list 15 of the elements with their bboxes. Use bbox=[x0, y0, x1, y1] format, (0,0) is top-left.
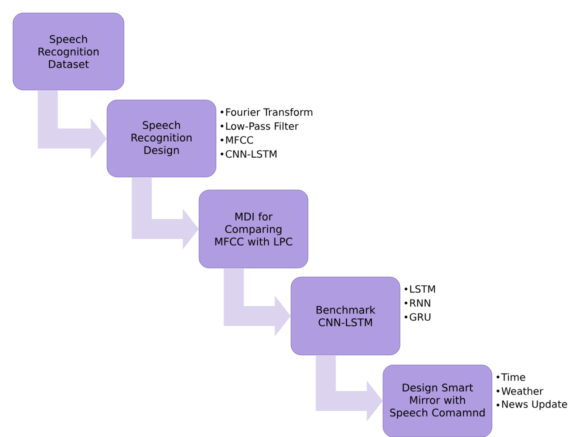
process-box: Speech Recognition Design bbox=[106, 100, 216, 178]
bullet-item: RNN bbox=[410, 299, 430, 307]
process-box: MDI for Comparing MFCC with LPC bbox=[198, 190, 308, 268]
bullet-item: MFCC bbox=[226, 136, 253, 144]
bullet-item: Fourier Transform bbox=[226, 108, 312, 116]
process-box: Speech Recognition Dataset bbox=[12, 12, 124, 90]
bullet-item: Weather bbox=[502, 387, 544, 395]
bullet-item: Time bbox=[501, 373, 526, 381]
bullet-item: LSTM bbox=[410, 285, 435, 293]
bullet-item: News Update bbox=[502, 400, 568, 410]
process-box: Design Smart Mirror with Speech Comamnd bbox=[382, 364, 492, 437]
bullet-item: GRU bbox=[410, 313, 430, 321]
process-box: Benchmark CNN-LSTM bbox=[290, 276, 400, 356]
bullet-item: Low-Pass Filter bbox=[226, 122, 299, 130]
bullet-item: CNN-LSTM bbox=[226, 150, 276, 158]
